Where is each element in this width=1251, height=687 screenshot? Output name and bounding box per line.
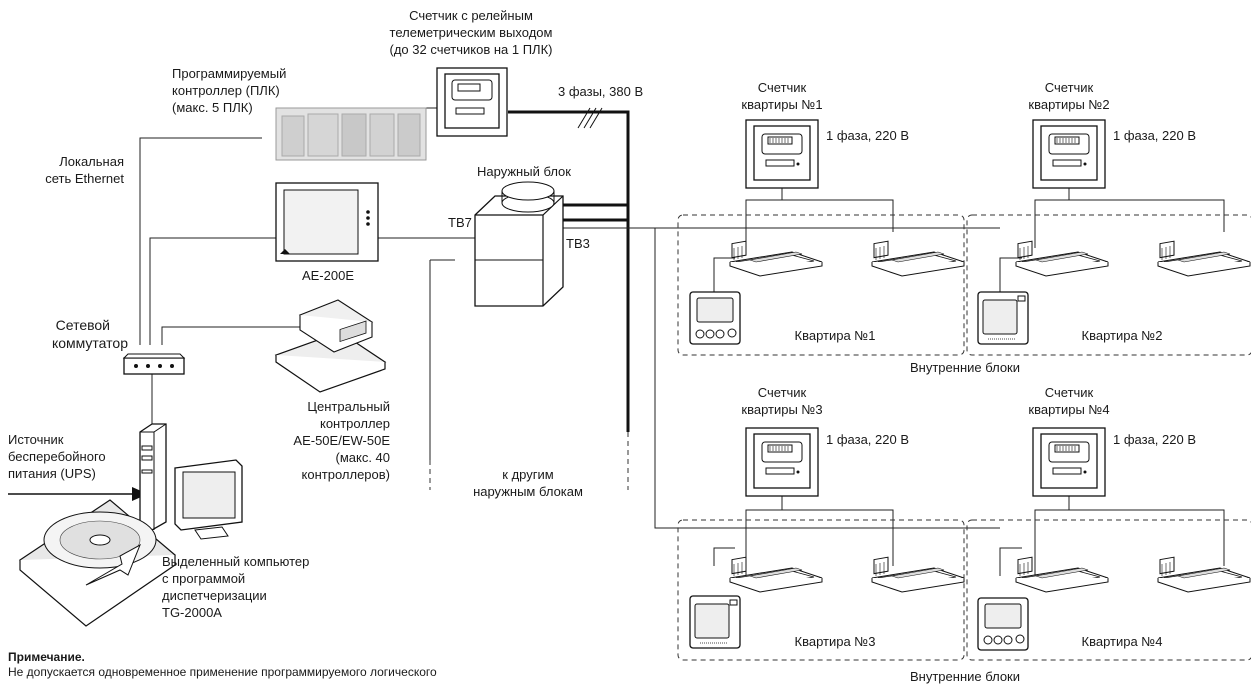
- central-controller-label: AE-50E/EW-50E: [293, 433, 390, 448]
- ethernet-lines: [139, 107, 475, 460]
- central-controller-label: Центральный: [307, 399, 390, 414]
- apt1-meter-label: Счетчик: [758, 80, 807, 95]
- apt1-meter-icon: [745, 119, 819, 189]
- indoor-units-label: Внутренние блоки: [910, 360, 1020, 375]
- pc-label: Выделенный компьютер: [162, 554, 309, 569]
- power-lines: [429, 107, 1000, 529]
- pc-label: TG-2000A: [162, 605, 222, 620]
- text-labels: Счетчик с релейным телеметрическим выход…: [8, 8, 1196, 684]
- computer-icon: [139, 423, 243, 540]
- apt2-meter-label: Счетчик: [1045, 80, 1094, 95]
- plc-label: (макс. 5 ПЛК): [172, 100, 253, 115]
- central-controller-label: (макс. 40: [335, 450, 390, 465]
- three-phase-label: 3 фазы, 380 В: [558, 84, 643, 99]
- indoor-unit-icon: [729, 556, 823, 593]
- apartment-boxes: [677, 214, 1251, 661]
- ae200e-label: AE-200E: [302, 268, 354, 283]
- remote-controller-icon: [977, 291, 1029, 345]
- apt2-phase-label: 1 фаза, 220 В: [1113, 128, 1196, 143]
- tb7-label: TB7: [448, 215, 472, 230]
- apt3-meter-label: Счетчик: [758, 385, 807, 400]
- central-controller-label: контроллер: [320, 416, 390, 431]
- ups-label: бесперебойного: [8, 449, 106, 464]
- network-switch-icon: [122, 353, 186, 375]
- ups-arrow: [8, 487, 148, 501]
- note: Примечание. Не допускается одновременное…: [8, 650, 668, 680]
- outdoor-unit-icon: [474, 181, 564, 307]
- indoor-unit-icon: [871, 240, 965, 277]
- apt1-label: Квартира №1: [795, 328, 876, 343]
- other-outdoor-label: к другим: [502, 467, 553, 482]
- relay-meter-label: Счетчик с релейным: [409, 8, 533, 23]
- apt3-meter-label: квартиры №3: [741, 402, 822, 417]
- relay-meter-label: телеметрическим выходом: [390, 25, 553, 40]
- apt2-meter-icon: [1032, 119, 1106, 189]
- remote-controller-icon: [689, 291, 741, 345]
- ethernet-label: сеть Ethernet: [45, 171, 124, 186]
- indoor-unit-icon: [871, 556, 965, 593]
- central-controller-icon: [274, 299, 387, 393]
- apt2-label: Квартира №2: [1082, 328, 1163, 343]
- apt4-meter-icon: [1032, 427, 1106, 497]
- note-text: Не допускается одновременное применение …: [8, 665, 437, 679]
- remote-controller-icon: [689, 595, 741, 649]
- indoor-units-label: Внутренние блоки: [910, 669, 1020, 684]
- tb3-label: TB3: [566, 236, 590, 251]
- plc-icon: [275, 107, 427, 161]
- switch-label: коммутатор: [52, 335, 128, 351]
- apt4-phase-label: 1 фаза, 220 В: [1113, 432, 1196, 447]
- pc-label: с программой: [162, 571, 245, 586]
- ethernet-label: Локальная: [59, 154, 124, 169]
- pc-label: диспетчеризации: [162, 588, 267, 603]
- ups-label: Источник: [8, 432, 64, 447]
- indoor-unit-icon: [1157, 240, 1251, 277]
- other-outdoor-label: наружным блокам: [473, 484, 583, 499]
- indoor-unit-icon: [1015, 556, 1109, 593]
- ae200e-icon: [275, 182, 379, 262]
- apt4-meter-label: Счетчик: [1045, 385, 1094, 400]
- apt2-meter-label: квартиры №2: [1028, 97, 1109, 112]
- relay-meter-label: (до 32 счетчиков на 1 ПЛК): [390, 42, 553, 57]
- apt4-label: Квартира №4: [1082, 634, 1163, 649]
- outdoor-unit-label: Наружный блок: [477, 164, 571, 179]
- indoor-unit-icon: [1015, 240, 1109, 277]
- apartment-wiring: [710, 188, 1225, 576]
- apt4-meter-label: квартиры №4: [1028, 402, 1109, 417]
- apt1-phase-label: 1 фаза, 220 В: [826, 128, 909, 143]
- indoor-unit-icon: [729, 240, 823, 277]
- ups-label: питания (UPS): [8, 466, 96, 481]
- apt3-label: Квартира №3: [795, 634, 876, 649]
- disk-icon: [19, 499, 176, 627]
- plc-label: Программируемый: [172, 66, 286, 81]
- central-controller-label: контроллеров): [302, 467, 390, 482]
- apt1-meter-label: квартиры №1: [741, 97, 822, 112]
- plc-label: контроллер (ПЛК): [172, 83, 280, 98]
- indoor-unit-icon: [1157, 556, 1251, 593]
- apt3-meter-icon: [745, 427, 819, 497]
- remote-controller-icon: [977, 597, 1029, 651]
- note-title: Примечание.: [8, 650, 85, 664]
- switch-label: Сетевой: [56, 317, 110, 333]
- apt3-phase-label: 1 фаза, 220 В: [826, 432, 909, 447]
- relay-meter-icon: [436, 67, 508, 137]
